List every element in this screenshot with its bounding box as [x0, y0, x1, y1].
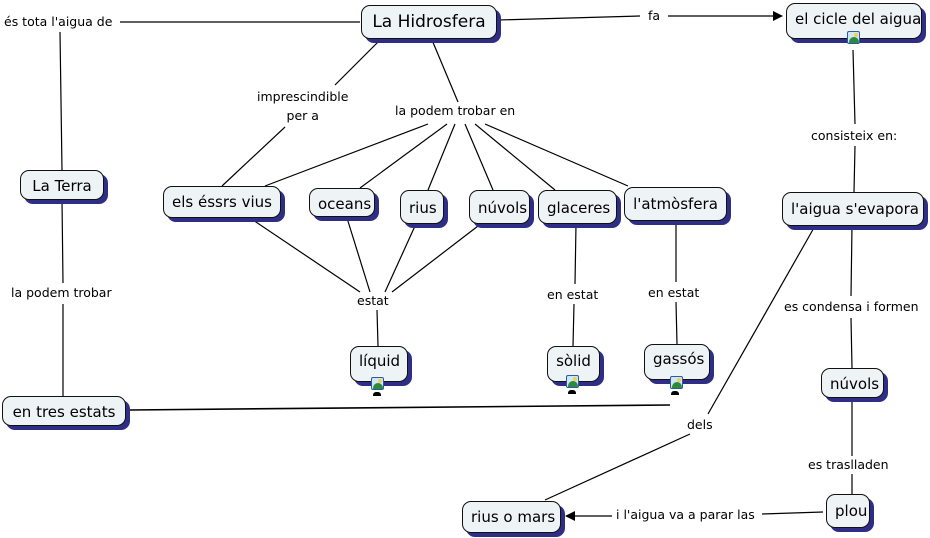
- line-hidrosfera-trobaren: [431, 39, 459, 103]
- link-en-estat-solid: en estat: [545, 287, 601, 303]
- link-en-estat-gassos: en estat: [646, 285, 702, 301]
- line-glaceres-enestat: [574, 223, 577, 285]
- image-resource-icon[interactable]: [670, 376, 683, 389]
- resource-stand-icon: [568, 390, 576, 394]
- concept-en-tres-estats[interactable]: en tres estats: [2, 396, 126, 426]
- line-hidrosfera-impres: [334, 39, 381, 86]
- line-enestat-gassos: [675, 301, 678, 345]
- line-cicle-consisteix: [852, 49, 856, 125]
- concept-la-hidrosfera[interactable]: La Hidrosfera: [361, 5, 497, 39]
- concept-latmosfera[interactable]: l'atmòsfera: [624, 187, 727, 221]
- concept-laigua-sevapora[interactable]: l'aigua s'evapora: [782, 192, 924, 226]
- link-dels: dels: [685, 417, 715, 433]
- link-imprescindible-per-a: imprescindible per a: [255, 87, 351, 125]
- concept-liquid[interactable]: líquid: [350, 346, 408, 382]
- link-i-laigua-va-a-parar-las: i l'aigua va a parar las: [614, 507, 757, 523]
- line-tresestats-gassos: [129, 404, 671, 411]
- line-trobaren-atmosfera: [484, 123, 629, 187]
- line-plou-parar: [761, 511, 824, 515]
- line-enestat-solid: [572, 303, 575, 347]
- line-nuvols-estat: [391, 225, 479, 293]
- concept-gassos[interactable]: gassós: [644, 344, 710, 380]
- image-resource-icon[interactable]: [371, 377, 384, 390]
- link-es-tota-laigua-de: és tota l'aigua de: [2, 14, 115, 30]
- line-hidrosfera-fa: [497, 15, 641, 21]
- concept-la-terra[interactable]: La Terra: [20, 170, 104, 200]
- concept-oceans[interactable]: oceans: [309, 188, 375, 217]
- line-estat-liquid: [376, 309, 379, 347]
- line-dels-riusmars: [544, 433, 691, 501]
- line-trobaren-nuvols: [464, 123, 494, 191]
- link-la-podem-trobar: la podem trobar: [9, 285, 114, 301]
- line-condensa-nuvols: [850, 317, 853, 369]
- line-evapora-condensa: [850, 225, 853, 297]
- resource-stand-icon: [671, 391, 679, 395]
- line-impres-essers: [221, 126, 286, 187]
- concept-rius-o-mars[interactable]: rius o mars: [462, 501, 561, 533]
- concept-plou[interactable]: plou: [826, 494, 870, 528]
- concept-rius[interactable]: rius: [400, 190, 444, 224]
- concept-nuvols[interactable]: núvols: [469, 190, 530, 224]
- link-es-condensa-i-formen: es condensa i formen: [782, 299, 921, 315]
- resource-stand-icon: [373, 392, 381, 396]
- line-evapora-dels: [707, 225, 816, 415]
- line-essers-estat: [249, 217, 361, 293]
- concept-glaceres[interactable]: glaceres: [538, 190, 617, 224]
- line-trobaren-rius: [427, 123, 456, 191]
- link-la-podem-trobar-en: la podem trobar en: [393, 103, 518, 119]
- image-resource-icon[interactable]: [566, 375, 579, 388]
- link-fa: fa: [646, 8, 663, 24]
- line-rius-estat: [384, 225, 416, 293]
- line-trobaren-essers: [264, 123, 429, 187]
- concept-els-essers-vius[interactable]: els éssrs vius: [163, 186, 281, 218]
- link-consisteix-en: consisteix en:: [809, 128, 900, 144]
- line-trobaren-glaceres: [474, 123, 556, 191]
- link-es-traslladen: es traslladen: [806, 457, 891, 473]
- image-resource-icon[interactable]: [847, 31, 860, 44]
- line-estota-terra: [59, 31, 63, 171]
- line-trobaren-oceans: [359, 123, 448, 189]
- link-estat: estat: [355, 293, 391, 309]
- line-oceans-estat: [346, 217, 371, 293]
- concept-nuvols-cicle[interactable]: núvols: [821, 368, 884, 398]
- line-consisteix-evapora: [853, 145, 856, 193]
- line-terra-trobar: [61, 199, 64, 284]
